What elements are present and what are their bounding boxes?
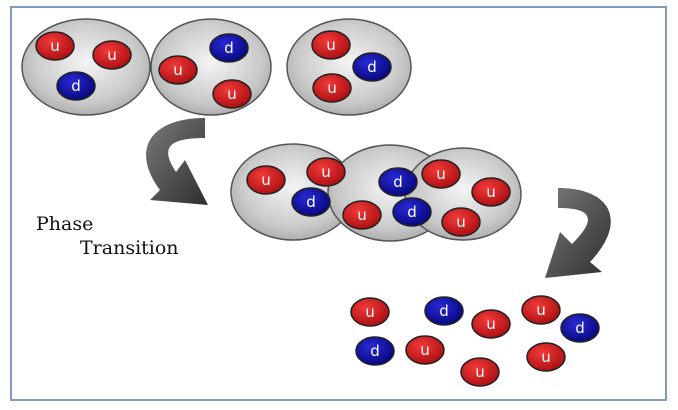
quark-body <box>378 167 418 197</box>
quark-body <box>392 197 432 227</box>
quark-body <box>471 309 511 339</box>
quark-label: u <box>50 37 60 55</box>
down-quark: d <box>56 71 96 101</box>
quark-body <box>460 357 500 387</box>
quark-label: u <box>357 206 367 224</box>
quark-label: u <box>107 46 117 64</box>
up-quark: u <box>350 297 390 327</box>
up-quark: u <box>441 207 481 237</box>
quark-label: d <box>370 342 380 360</box>
quark-label: u <box>326 36 336 54</box>
up-quark: u <box>311 30 351 60</box>
up-quark: u <box>526 342 566 372</box>
up-quark: u <box>421 159 461 189</box>
up-quark: u <box>158 55 198 85</box>
up-quark: u <box>312 73 352 103</box>
quark-body <box>424 296 464 326</box>
up-quark: u <box>405 335 445 365</box>
quark-label: d <box>306 193 316 211</box>
quark-body <box>312 73 352 103</box>
quark-body <box>306 157 346 187</box>
up-quark: u <box>521 295 561 325</box>
quark-body <box>35 31 75 61</box>
quark-label: d <box>407 203 417 221</box>
up-quark: u <box>35 31 75 61</box>
quark-label: d <box>367 58 377 76</box>
up-quark: u <box>306 157 346 187</box>
up-quark: u <box>342 200 382 230</box>
up-quark: u <box>212 79 252 109</box>
quark-body <box>521 295 561 325</box>
down-quark: d <box>355 336 395 366</box>
quark-body <box>441 207 481 237</box>
down-quark: d <box>291 187 331 217</box>
quark-label: d <box>224 39 234 57</box>
down-quark: d <box>378 167 418 197</box>
quark-label: u <box>327 79 337 97</box>
quark-label: d <box>393 173 403 191</box>
hadron-3 <box>286 18 412 116</box>
quark-label: u <box>173 61 183 79</box>
quark-body <box>405 335 445 365</box>
down-quark: d <box>424 296 464 326</box>
quark-label: u <box>436 165 446 183</box>
caption-phase: Phase <box>36 213 93 235</box>
quark-body <box>291 187 331 217</box>
quark-body <box>350 297 390 327</box>
quark-body <box>92 40 132 70</box>
quark-body <box>352 52 392 82</box>
quark-body <box>209 33 249 63</box>
quark-label: u <box>486 183 496 201</box>
quark-body <box>311 30 351 60</box>
quark-body <box>342 200 382 230</box>
quark-body <box>212 79 252 109</box>
quark-label: u <box>475 363 485 381</box>
quark-label: u <box>536 301 546 319</box>
quark-label: u <box>365 303 375 321</box>
down-quark: d <box>392 197 432 227</box>
quark-body <box>526 342 566 372</box>
up-quark: u <box>246 165 286 195</box>
quark-label: u <box>486 315 496 333</box>
curved-arrow-right <box>545 188 611 278</box>
hadron-1 <box>21 18 151 116</box>
down-quark: d <box>352 52 392 82</box>
up-quark: u <box>92 40 132 70</box>
quark-label: u <box>420 341 430 359</box>
quark-label: u <box>321 163 331 181</box>
quark-body <box>471 177 511 207</box>
quark-body <box>158 55 198 85</box>
quark-body <box>246 165 286 195</box>
quark-label: u <box>261 171 271 189</box>
quark-body <box>421 159 461 189</box>
caption-transition: Transition <box>80 237 179 259</box>
up-quark: u <box>471 309 511 339</box>
quark-label: u <box>227 85 237 103</box>
curved-arrow-left <box>146 118 208 205</box>
quark-body <box>560 313 600 343</box>
up-quark: u <box>460 357 500 387</box>
quark-label: d <box>439 302 449 320</box>
quark-label: u <box>456 213 466 231</box>
quark-label: d <box>575 319 585 337</box>
down-quark: d <box>209 33 249 63</box>
quark-label: u <box>541 348 551 366</box>
up-quark: u <box>471 177 511 207</box>
quark-body <box>355 336 395 366</box>
quark-label: d <box>71 77 81 95</box>
down-quark: d <box>560 313 600 343</box>
quark-body <box>56 71 96 101</box>
